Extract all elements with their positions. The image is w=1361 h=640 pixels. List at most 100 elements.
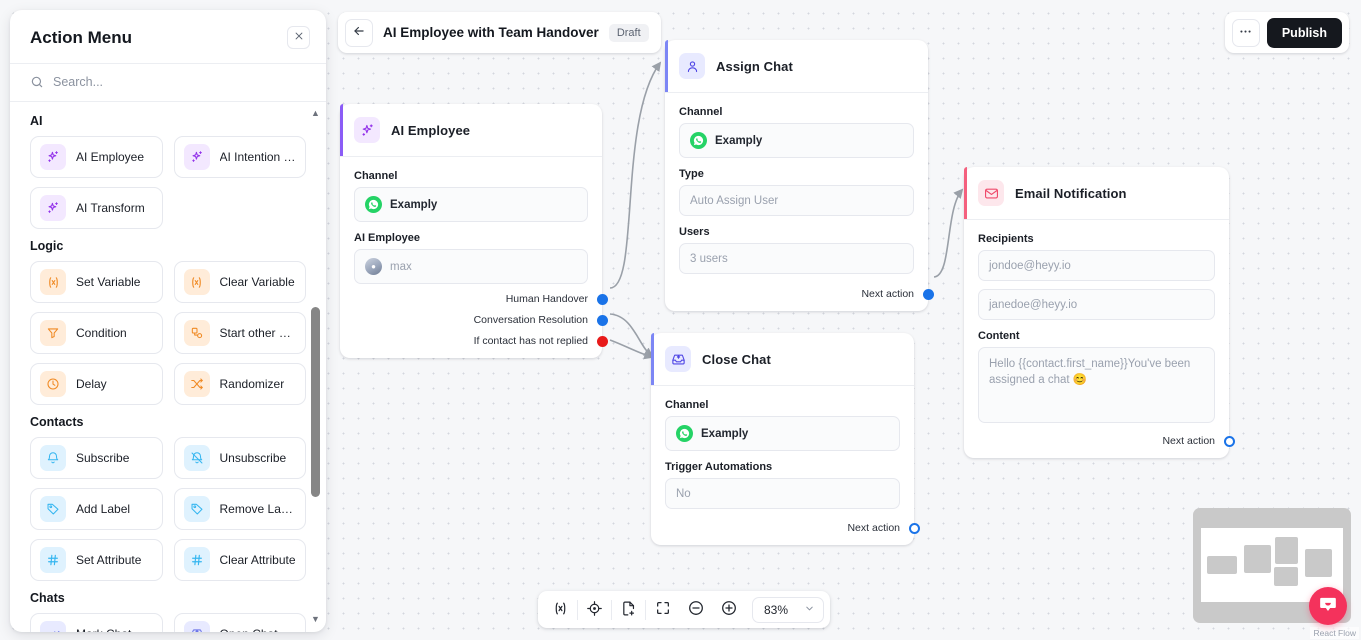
search-icon	[30, 75, 44, 89]
action-item-ai-transform[interactable]: AI Transform	[30, 187, 163, 229]
action-item-clear-variable[interactable]: Clear Variable	[173, 261, 306, 303]
node-close-chat-body: Channel Examply Trigger Automations No N…	[651, 386, 920, 545]
node-email-notification[interactable]: Email Notification Recipients jondoe@hey…	[964, 167, 1235, 458]
search-input[interactable]	[53, 75, 306, 89]
action-item-label: Mark Chat As R...	[76, 627, 153, 632]
node-title: Close Chat	[702, 351, 771, 367]
field-label-channel: Channel	[679, 106, 723, 118]
publish-button[interactable]: Publish	[1266, 17, 1342, 48]
action-menu-panel: Action Menu AI AI Employee	[10, 10, 326, 632]
center-view-button[interactable]	[578, 595, 611, 624]
zoom-level-select[interactable]: 83%	[752, 596, 825, 623]
minimap-node	[1305, 549, 1332, 577]
flow-header-bar: AI Employee with Team Handover Draft	[338, 12, 661, 53]
field-content[interactable]: Hello {{contact.first_name}}You've been …	[978, 347, 1215, 423]
field-recipient-1[interactable]: jondoe@heyy.io	[978, 250, 1215, 281]
action-item-mark-chat-as-read[interactable]: Mark Chat As R...	[30, 613, 163, 632]
action-menu-search-row[interactable]	[10, 64, 326, 102]
action-item-label: Condition	[76, 326, 127, 340]
port-next-action[interactable]: Next action	[665, 522, 920, 534]
action-item-delay[interactable]: Delay	[30, 363, 163, 405]
port-handle-next-action[interactable]	[1224, 435, 1235, 447]
node-assign-chat-header[interactable]: Assign Chat	[665, 40, 928, 93]
port-handle-conversation-resolution[interactable]	[597, 314, 608, 326]
scrollbar-thumb[interactable]	[311, 307, 320, 497]
field-users[interactable]: 3 users	[679, 243, 914, 274]
caret-down-icon[interactable]: ▼	[311, 614, 320, 624]
field-ai-employee[interactable]: ● max	[354, 249, 588, 284]
node-title: Assign Chat	[716, 58, 793, 74]
action-item-set-variable[interactable]: Set Variable	[30, 261, 163, 303]
react-flow-attribution: React Flow	[1310, 627, 1359, 639]
port-human-handover[interactable]: Human Handover	[354, 293, 608, 305]
chat-widget-button[interactable]	[1309, 587, 1347, 625]
field-label-users: Users	[679, 226, 710, 238]
port-label: Conversation Resolution	[473, 314, 588, 326]
node-email-notification-header[interactable]: Email Notification	[964, 167, 1229, 220]
action-item-label: Remove Label	[219, 502, 297, 516]
bell-off-icon	[183, 445, 210, 471]
variables-button[interactable]	[544, 595, 577, 624]
field-channel[interactable]: Examply	[679, 123, 914, 158]
action-item-ai-employee[interactable]: AI Employee	[30, 136, 163, 178]
action-item-open-chat[interactable]: Open Chat	[173, 613, 306, 632]
action-item-condition[interactable]: Condition	[30, 312, 163, 354]
field-trigger-automations[interactable]: No	[665, 478, 900, 509]
action-item-clear-attribute[interactable]: Clear Attribute	[173, 539, 306, 581]
add-node-button[interactable]	[612, 595, 645, 624]
action-item-label: AI Intention Rec...	[219, 150, 297, 164]
group-items-contacts: Subscribe Unsubscribe Add Label Remove L…	[30, 437, 306, 581]
action-item-start-other-automation[interactable]: Start other auto...	[173, 312, 306, 354]
port-next-action[interactable]: Next action	[679, 288, 934, 300]
group-title-contacts: Contacts	[30, 415, 84, 429]
scrollbar-track[interactable]	[311, 122, 320, 610]
action-item-remove-label[interactable]: Remove Label	[173, 488, 306, 530]
node-ai-employee[interactable]: AI Employee Channel Examply AI Employee …	[340, 104, 608, 358]
fit-view-button[interactable]	[646, 595, 679, 624]
action-menu-scrollbar[interactable]: ▲ ▼	[309, 104, 322, 632]
action-item-unsubscribe[interactable]: Unsubscribe	[173, 437, 306, 479]
back-button[interactable]	[345, 18, 373, 47]
field-channel[interactable]: Examply	[354, 187, 588, 222]
node-title: Email Notification	[1015, 185, 1127, 201]
action-item-set-attribute[interactable]: Set Attribute	[30, 539, 163, 581]
action-item-add-label[interactable]: Add Label	[30, 488, 163, 530]
port-if-contact-has-not-replied[interactable]: If contact has not replied	[354, 335, 608, 347]
port-handle-next-action[interactable]	[909, 522, 920, 534]
more-options-button[interactable]	[1231, 18, 1260, 47]
port-handle-no-reply[interactable]	[597, 335, 608, 347]
field-type[interactable]: Auto Assign User	[679, 185, 914, 216]
sparkle-icon	[40, 144, 66, 170]
action-item-subscribe[interactable]: Subscribe	[30, 437, 163, 479]
node-close-chat-header[interactable]: Close Chat	[651, 333, 914, 386]
zoom-in-button[interactable]	[712, 595, 745, 624]
field-label-recipients: Recipients	[978, 233, 1034, 245]
action-menu-list[interactable]: AI AI Employee AI Intention Rec... AI Tr…	[10, 102, 326, 632]
action-item-ai-intention-recognition[interactable]: AI Intention Rec...	[173, 136, 306, 178]
zoom-out-button[interactable]	[679, 595, 712, 624]
canvas-minimap[interactable]	[1193, 508, 1351, 623]
node-ai-employee-header[interactable]: AI Employee	[340, 104, 602, 157]
arrow-left-icon	[352, 24, 366, 41]
user-assign-icon	[679, 53, 705, 79]
variable-icon	[552, 600, 569, 620]
close-panel-button[interactable]	[287, 26, 310, 49]
node-assign-chat[interactable]: Assign Chat Channel Examply Type Auto As…	[665, 40, 934, 311]
action-item-label: AI Transform	[76, 201, 145, 215]
port-conversation-resolution[interactable]: Conversation Resolution	[354, 314, 608, 326]
action-item-label: Set Variable	[76, 275, 141, 289]
action-item-randomizer[interactable]: Randomizer	[173, 363, 306, 405]
flow-actions-bar: Publish	[1224, 12, 1349, 53]
node-email-notification-body: Recipients jondoe@heyy.io janedoe@heyy.i…	[964, 220, 1235, 458]
node-close-chat[interactable]: Close Chat Channel Examply Trigger Autom…	[651, 333, 920, 545]
zoom-out-icon	[687, 599, 705, 620]
caret-up-icon[interactable]: ▲	[311, 108, 320, 118]
field-channel[interactable]: Examply	[665, 416, 900, 451]
port-handle-human-handover[interactable]	[597, 293, 608, 305]
variable-icon	[40, 269, 66, 295]
field-recipient-2[interactable]: janedoe@heyy.io	[978, 289, 1215, 320]
sparkle-icon	[40, 195, 66, 221]
port-next-action[interactable]: Next action	[978, 435, 1235, 447]
port-handle-next-action[interactable]	[923, 288, 934, 300]
action-item-label: Unsubscribe	[219, 451, 287, 465]
